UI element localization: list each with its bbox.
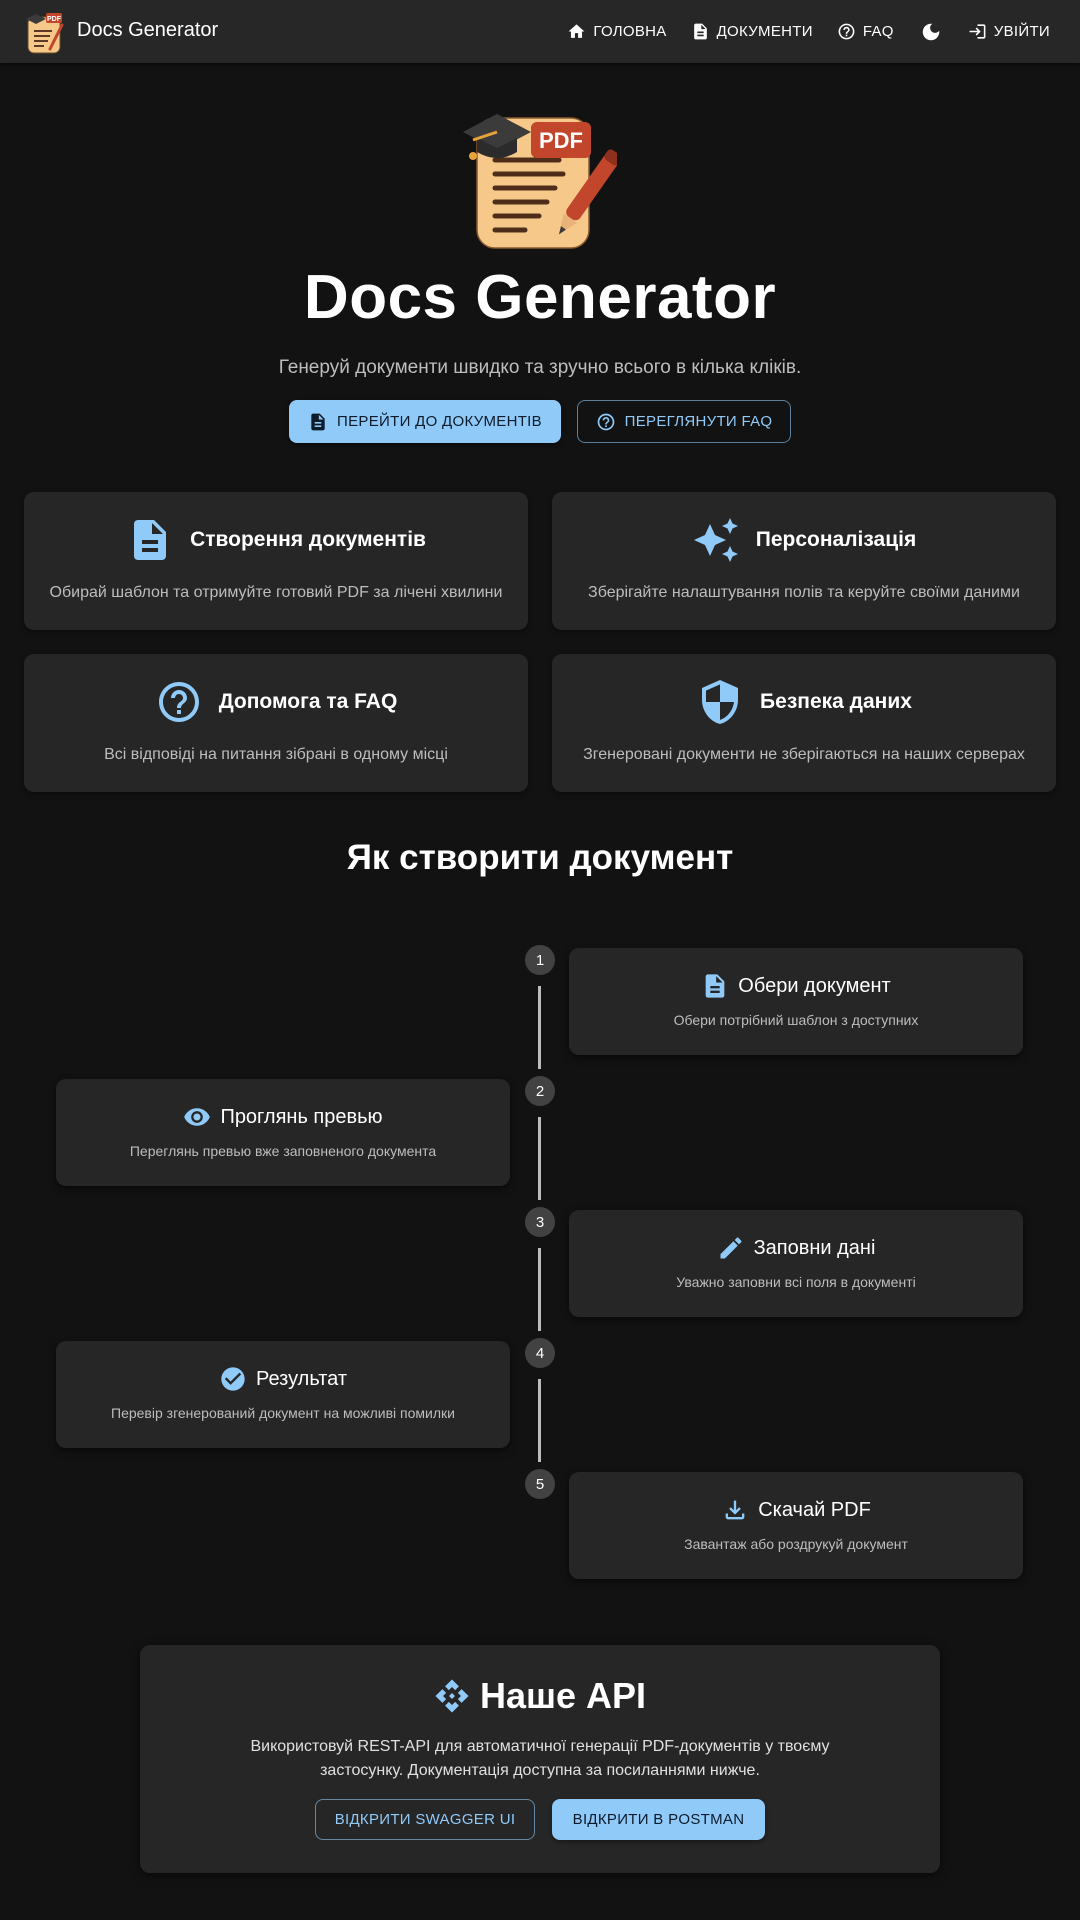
nav-login-label: УВІЙТИ: [993, 23, 1050, 40]
step-number-badge: 3: [525, 1207, 555, 1237]
nav-faq-label: FAQ: [862, 23, 894, 40]
step-title: Проглянь превью: [220, 1105, 383, 1128]
api-title: Наше API: [479, 1675, 647, 1716]
view-faq-button[interactable]: ПЕРЕГЛЯНУТИ FAQ: [577, 400, 791, 443]
feature-card-security: Безпека даних Згенеровані документи не з…: [552, 654, 1056, 792]
open-swagger-label: ВІДКРИТИ SWAGGER UI: [334, 1811, 516, 1828]
hero-logo-icon: PDF: [463, 114, 617, 249]
feature-description: Зберігайте налаштування полів та керуйте…: [588, 584, 1020, 601]
timeline-connector: [538, 986, 541, 1069]
timeline-connector: [538, 1248, 541, 1331]
app-bar: PDF Docs Generator ГОЛОВНА ДОКУМЕНТИ FAQ…: [0, 0, 1080, 63]
svg-text:PDF: PDF: [47, 16, 62, 23]
open-swagger-button[interactable]: ВІДКРИТИ SWAGGER UI: [315, 1799, 535, 1840]
sparkles-icon: [693, 518, 738, 562]
feature-card-documents: Створення документів Обирай шаблон та от…: [24, 492, 528, 630]
pencil-icon: [720, 1237, 742, 1259]
step-card-fill-data: Заповни дані Уважно заповни всі поля в д…: [569, 1210, 1023, 1317]
feature-description: Обирай шаблон та отримуйте готовий PDF з…: [49, 584, 503, 601]
nav-faq-button[interactable]: FAQ: [827, 16, 904, 47]
feature-title: Допомога та FAQ: [218, 690, 398, 713]
feature-title: Безпека даних: [760, 690, 912, 713]
step-number-badge: 5: [525, 1469, 555, 1499]
view-faq-label: ПЕРЕГЛЯНУТИ FAQ: [624, 413, 773, 430]
document-icon: [311, 413, 325, 430]
step-number-badge: 1: [525, 945, 555, 975]
feature-description: Всі відповіді на питання зібрані в одном…: [104, 746, 448, 763]
step-description: Переглянь превью вже заповненого докумен…: [129, 1143, 437, 1159]
hero-subtitle: Генеруй документи швидко та зручно всьог…: [278, 357, 802, 378]
step-card-result: Результат Перевір згенерований документ …: [56, 1341, 510, 1448]
top-nav: ГОЛОВНА ДОКУМЕНТИ FAQ УВІЙТИ: [553, 0, 1060, 63]
check-circle-icon: [221, 1367, 245, 1391]
help-circle-icon: [838, 23, 855, 40]
feature-title: Персоналізація: [755, 528, 917, 551]
open-postman-label: ВІДКРИТИ В POSTMAN: [572, 1811, 745, 1828]
nav-login-button[interactable]: УВІЙТИ: [958, 16, 1060, 47]
nav-documents-button[interactable]: ДОКУМЕНТИ: [681, 16, 823, 47]
step-description: Уважно заповни всі поля в документі: [676, 1274, 916, 1290]
moon-icon: [922, 23, 940, 40]
timeline-connector: [538, 1117, 541, 1200]
login-icon: [969, 24, 986, 39]
api-description: Використовуй REST-API для автоматичної г…: [250, 1735, 830, 1783]
go-to-documents-button[interactable]: ПЕРЕЙТИ ДО ДОКУМЕНТІВ: [289, 400, 561, 443]
step-description: Завантаж або роздрукуй документ: [684, 1536, 908, 1552]
app-title[interactable]: Docs Generator: [77, 19, 219, 41]
document-icon: [134, 520, 167, 560]
document-icon: [693, 23, 707, 40]
nav-home-label: ГОЛОВНА: [593, 23, 667, 40]
nav-documents-label: ДОКУМЕНТИ: [716, 23, 813, 40]
feature-title: Створення документів: [190, 528, 426, 551]
open-postman-button[interactable]: ВІДКРИТИ В POSTMAN: [552, 1799, 765, 1840]
home-icon: [568, 24, 585, 38]
api-description-line: Використовуй REST-API для автоматичної г…: [250, 1738, 830, 1755]
theme-toggle-button[interactable]: [908, 15, 954, 49]
step-description: Перевір згенерований документ на можливі…: [111, 1405, 455, 1421]
step-number-badge: 4: [525, 1338, 555, 1368]
feature-description: Згенеровані документи не зберігаються на…: [583, 746, 1025, 763]
step-description: Обери потрібний шаблон з доступних: [673, 1012, 919, 1028]
download-icon: [725, 1500, 745, 1520]
api-description-line: застосунку. Документація доступна за пос…: [320, 1762, 760, 1779]
howto-title: Як створити документ: [346, 838, 734, 877]
step-card-download: Скачай PDF Завантаж або роздрукуй докуме…: [569, 1472, 1023, 1579]
help-circle-icon: [158, 682, 199, 722]
svg-text:PDF: PDF: [539, 128, 583, 153]
step-card-choose-document: Обери документ Обери потрібний шаблон з …: [569, 948, 1023, 1055]
app-logo-icon[interactable]: PDF: [24, 9, 66, 55]
shield-icon: [702, 680, 739, 724]
nav-home-button[interactable]: ГОЛОВНА: [557, 16, 676, 47]
eye-icon: [184, 1108, 211, 1126]
help-circle-icon: [597, 413, 614, 430]
step-title: Обери документ: [738, 974, 891, 997]
feature-card-personalization: Персоналізація Зберігайте налаштування п…: [552, 492, 1056, 630]
step-card-preview: Проглянь превью Переглянь превью вже зап…: [56, 1079, 510, 1186]
api-icon: [435, 1679, 469, 1713]
feature-card-faq: Допомога та FAQ Всі відповіді на питання…: [24, 654, 528, 792]
step-title: Результат: [256, 1367, 347, 1390]
timeline-connector: [538, 1379, 541, 1462]
go-to-documents-label: ПЕРЕЙТИ ДО ДОКУМЕНТІВ: [337, 413, 542, 430]
api-card: Наше API Використовуй REST-API для автом…: [140, 1645, 940, 1873]
hero-title: Docs Generator: [303, 263, 777, 332]
document-icon: [705, 974, 725, 998]
step-title: Скачай PDF: [758, 1498, 871, 1521]
step-number-badge: 2: [525, 1076, 555, 1106]
step-title: Заповни дані: [753, 1236, 876, 1259]
